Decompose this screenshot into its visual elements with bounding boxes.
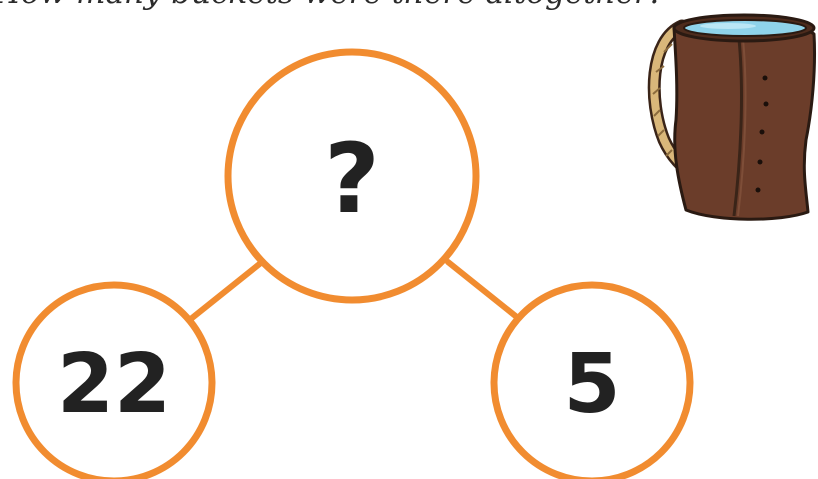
connector-line-left [192,262,262,318]
whole-circle: ? [228,52,476,300]
part-circle-left: 22 [16,285,212,479]
whole-value: ? [324,123,380,235]
part-value-left: 22 [57,337,171,432]
connector-line-right [448,262,518,318]
part-circle-right: 5 [494,285,690,479]
part-value-right: 5 [563,337,620,432]
